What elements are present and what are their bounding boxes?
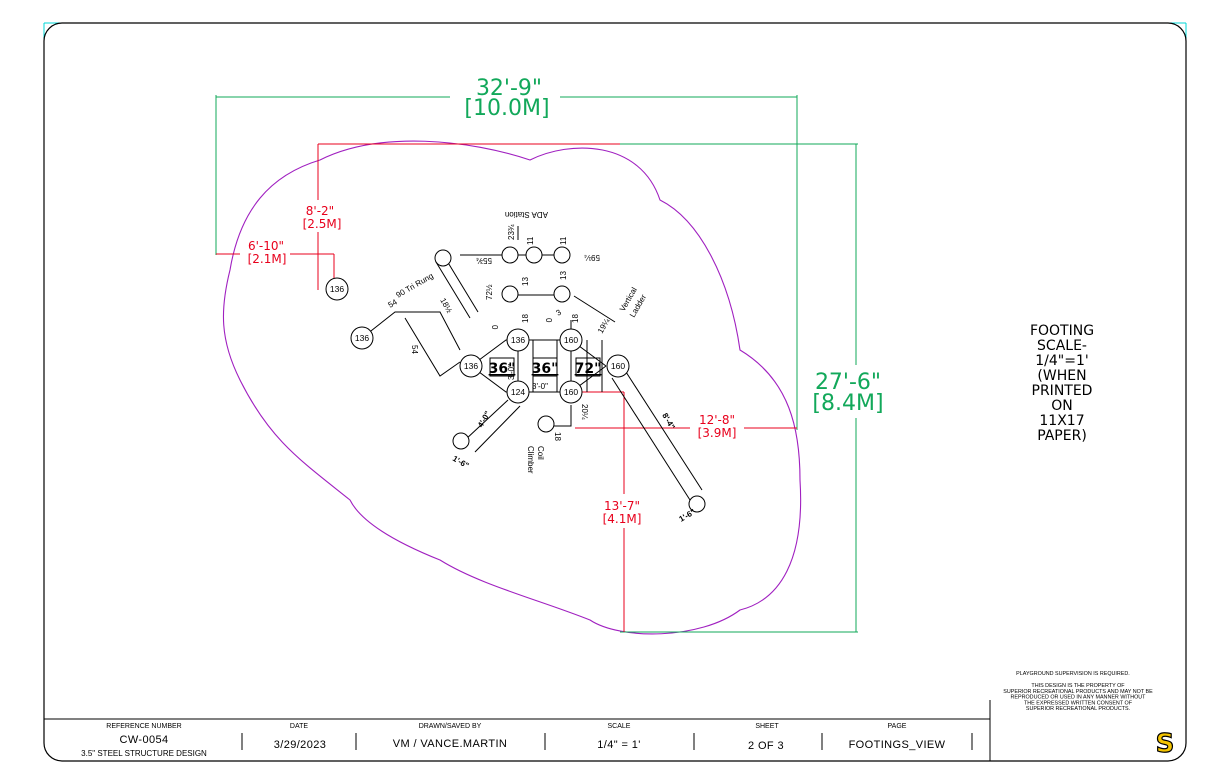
supervision-note: PLAYGROUND SUPERVISION IS REQUIRED. (1016, 671, 1130, 677)
dim-3-0a: 3'-0" (507, 364, 516, 380)
dim-54b: 54 (410, 345, 419, 354)
footing-note-line: 11X17 (1039, 413, 1084, 429)
footing-note-line: PAPER) (1037, 428, 1087, 444)
footing-note: FOOTINGSCALE-1/4"=1'(WHENPRINTEDON11X17P… (1030, 323, 1094, 444)
reference-description: 3.5" STEEL STRUCTURE DESIGN (81, 749, 207, 758)
coil-climber-label: Coil (536, 446, 545, 460)
page-value: FOOTINGS_VIEW (849, 739, 946, 751)
post-circles (325, 246, 706, 513)
dim-11a: 11 (526, 236, 535, 245)
overall-width-dimension (215, 95, 798, 430)
post-label-4: 160 (564, 335, 578, 345)
play-area-boundary (222, 140, 802, 635)
deck-2-span: 36" (532, 361, 559, 377)
property-notice-line: SUPERIOR RECREATIONAL PRODUCTS. (1026, 706, 1130, 712)
post-label-6: 160 (611, 361, 625, 371)
overall-depth-metric: [8.4M] (812, 391, 883, 416)
dim-0a: 0 (490, 325, 499, 330)
property-notice-line: THIS DESIGN IS THE PROPERTY OF (1031, 683, 1125, 689)
offset-a-metric: [2.5M] (303, 217, 342, 231)
dim-54a: 54 (387, 297, 400, 310)
dim-3: 3 (555, 307, 564, 317)
dim-13b: 13 (559, 271, 568, 280)
footing-note-line: SCALE- (1037, 338, 1087, 354)
property-notice-line: THE EXPRESSED WRITTEN CONSENT OF (1024, 700, 1133, 706)
drawn-by-label: DRAWN/SAVED BY (419, 723, 482, 730)
dim-20: 20¼ (580, 404, 589, 420)
dim-18c: 18 (553, 432, 562, 441)
dim-13a: 13 (521, 277, 530, 286)
dim-23: 23¾ (507, 224, 516, 240)
reference-number-value: CW-0054 (119, 734, 168, 746)
footing-note-line: ON (1051, 398, 1073, 414)
company-logo: S (1155, 728, 1175, 759)
dim-1-6a: 1'-6" (451, 454, 471, 471)
overall-width-metric: [10.0M] (464, 96, 549, 121)
dim-19: 19¼ (596, 317, 612, 335)
reference-number-label: REFERENCE NUMBER (106, 723, 181, 730)
post-label-3: 136 (511, 335, 525, 345)
footing-note-line: (WHEN (1037, 368, 1086, 384)
sheet-border (43, 22, 1187, 762)
coil-climber-label-2: Climber (526, 446, 535, 474)
deck-1-span: 36" (489, 361, 516, 377)
deck-3-box (575, 357, 601, 377)
offset-b-metric: [2.1M] (248, 252, 287, 266)
tri-rung-label: 90 Tri Rung (395, 271, 435, 299)
footing-note-line: FOOTING (1030, 323, 1094, 339)
dim-0b: 0 (544, 318, 553, 323)
dim-18b: 18 (571, 314, 580, 323)
property-notice-line: REPRODUCED OR USED IN ANY MANNER WITHOUT (1011, 695, 1147, 701)
dim-4-0: 4'-0" (476, 409, 493, 429)
footing-note-line: PRINTED (1032, 383, 1093, 399)
dim-3-0b: 3'-0" (532, 382, 548, 391)
post-label-8: 160 (564, 387, 578, 397)
footing-note-line: 1/4"=1' (1035, 353, 1088, 369)
deck-3-span: 72" (575, 361, 602, 377)
post-label-2: 136 (355, 333, 369, 343)
offset-c-metric: [3.9M] (698, 426, 737, 440)
dim-11b: 11 (559, 236, 568, 245)
overall-depth-dimension (620, 143, 858, 633)
svg-text:S: S (1156, 729, 1175, 759)
dim-72half: 72½ (485, 284, 494, 300)
post-label-1: 136 (330, 284, 344, 294)
red-offset-lines (216, 143, 797, 632)
sheet-label: SHEET (755, 723, 779, 730)
date-value: 3/29/2023 (274, 739, 327, 751)
offset-d-label: 13'-7" (604, 499, 640, 513)
offset-b-label: 6'-10" (248, 239, 284, 253)
dim-18half: 18½ (438, 297, 454, 315)
offset-d-metric: [4.1M] (603, 512, 642, 526)
dim-55: 55¾ (476, 256, 492, 265)
property-notice-line: SUPERIOR RECREATIONAL PRODUCTS AND MAY N… (1003, 689, 1153, 695)
offset-c-label: 12'-8" (699, 413, 735, 427)
deck-2-box (532, 357, 558, 377)
date-label: DATE (290, 723, 308, 730)
offset-a-label: 8'-2" (306, 204, 334, 218)
title-block (44, 700, 991, 761)
page-label: PAGE (888, 723, 907, 730)
deck-1-box (489, 357, 515, 377)
sheet-value: 2 OF 3 (748, 740, 784, 752)
post-label-7: 124 (511, 387, 525, 397)
overall-depth-label: 27'-6" (815, 370, 881, 395)
drawn-by-value: VM / VANCE.MARTIN (393, 738, 508, 750)
scale-label: SCALE (608, 723, 631, 730)
overall-width-label: 32'-9" (476, 76, 542, 101)
scale-value: 1/4" = 1' (597, 739, 641, 751)
post-label-5: 136 (464, 361, 478, 371)
dim-59: 59¼ (584, 253, 600, 262)
dim-18a: 18 (521, 314, 530, 323)
ada-station-label: ADA Station (505, 210, 548, 219)
